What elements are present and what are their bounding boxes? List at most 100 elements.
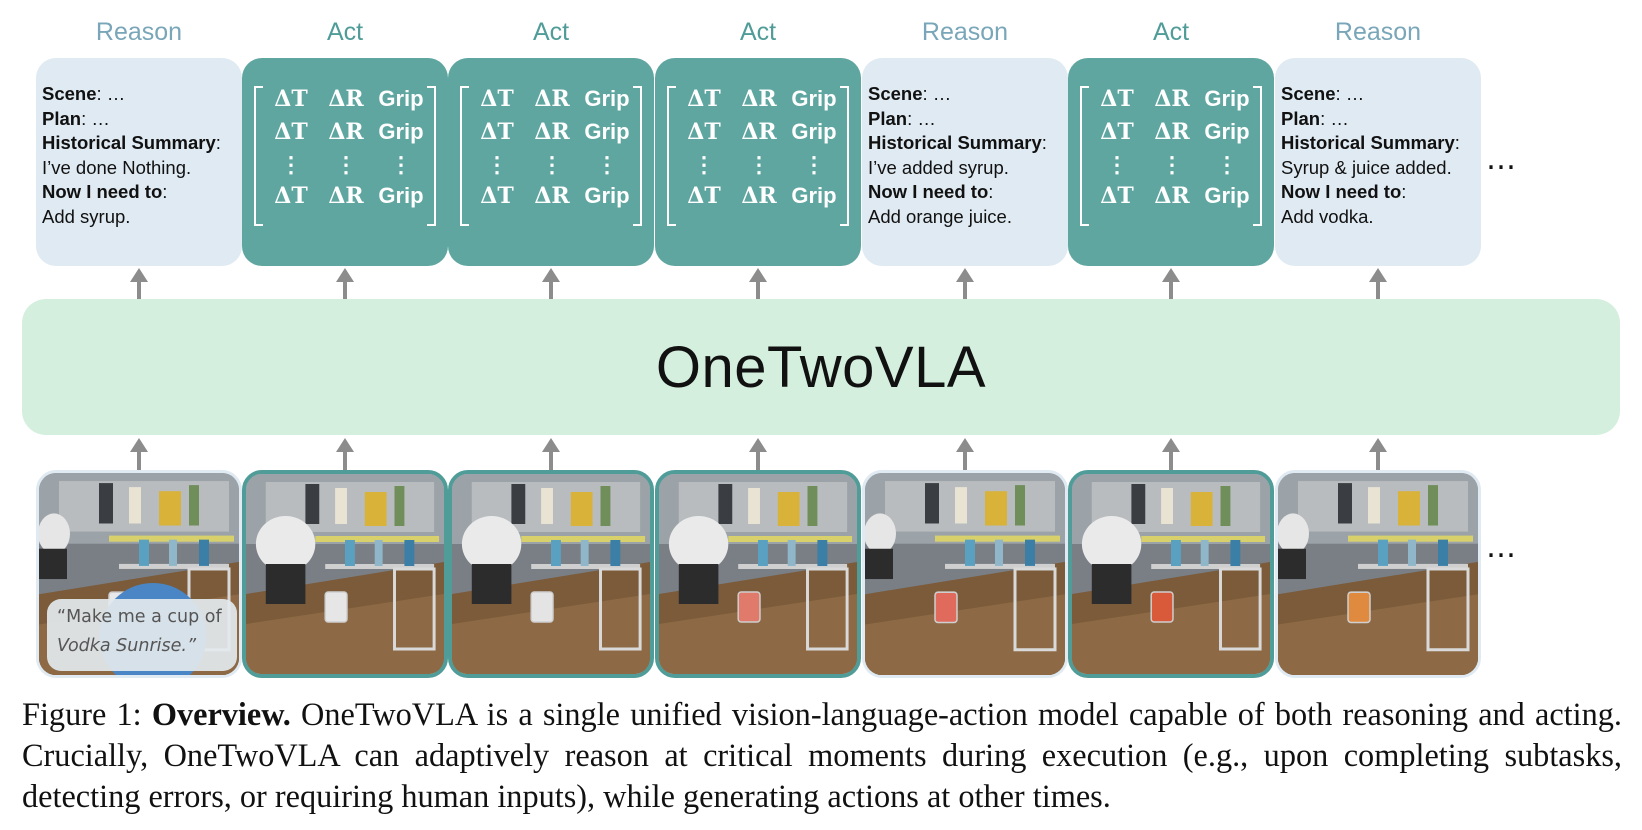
step-label: Act [739,18,777,46]
step-label: Reason [921,18,1009,46]
grip: Grip [1204,183,1250,208]
instruction-line1: “Make me a cup of [57,607,222,627]
right-bracket [427,86,436,226]
grip: Grip [791,119,837,144]
delta-rotation: ΔR [1154,183,1190,209]
vdots: ⋮ [541,152,563,178]
observation-image [448,470,654,678]
up-arrow-icon [1369,268,1387,299]
now-colon: : [1401,181,1407,202]
vdots: ⋮ [1106,152,1128,178]
up-arrow-icon [542,268,560,299]
step-label: Act [326,18,364,46]
left-bracket [667,86,676,226]
figure-caption: Figure 1: Overview. OneTwoVLA is a singl… [22,694,1622,817]
up-arrow-icon [336,268,354,299]
now-colon: : [988,181,994,202]
grip: Grip [791,86,837,111]
delta-rotation: ΔR [328,183,364,209]
vdots: ⋮ [280,152,302,178]
scene-key: Scene [868,83,923,104]
grip: Grip [584,119,630,144]
now-value: Add syrup. [42,205,131,227]
matrix-row: ΔT ΔR Grip [474,183,630,217]
delta-translation: ΔT [1100,183,1134,209]
up-arrow-icon [749,438,767,470]
vdots: ⋮ [693,152,715,178]
step-label: Act [1152,18,1190,46]
step-label: Reason [1334,18,1422,46]
summary-key: Historical Summary [42,132,216,153]
grip: Grip [791,183,837,208]
delta-rotation: ΔR [741,86,777,112]
instruction-end: .” [181,636,197,656]
right-bracket [1253,86,1262,226]
vdots: ⋮ [486,152,508,178]
up-arrow-icon [1162,268,1180,299]
grip: Grip [584,183,630,208]
delta-rotation: ΔR [1154,119,1190,145]
delta-translation: ΔT [274,183,308,209]
summary-colon: : [1041,132,1047,153]
matrix-row: ΔT ΔR Grip [681,183,837,217]
delta-translation: ΔT [1100,119,1134,145]
delta-translation: ΔT [687,183,721,209]
up-arrow-icon [130,268,148,299]
matrix-row: ΔT ΔR Grip [268,183,424,217]
plan-value: : … [1320,107,1349,129]
summary-value: I’ve done Nothing. [42,156,192,178]
delta-rotation: ΔR [534,183,570,209]
now-key: Now I need to [868,181,989,202]
reason-text: Scene: …Plan: …Historical Summary:I’ve d… [42,82,236,229]
delta-translation: ΔT [1100,86,1134,112]
matrix-row-dots: ⋮⋮⋮ [681,152,837,186]
grip: Grip [378,183,424,208]
plan-value: : … [81,107,110,129]
delta-rotation: ΔR [741,119,777,145]
plan-key: Plan [1281,107,1321,129]
up-arrow-icon [956,268,974,299]
right-bracket [840,86,849,226]
observation-image [862,470,1068,678]
now-key: Now I need to [42,181,163,202]
delta-translation: ΔT [480,119,514,145]
left-bracket [254,86,263,226]
grip: Grip [584,86,630,111]
now-key: Now I need to [1281,181,1402,202]
plan-value: : … [907,107,936,129]
caption-text: OneTwoVLA is a single unified vision-lan… [22,696,1623,814]
delta-rotation: ΔR [741,183,777,209]
up-arrow-icon [542,438,560,470]
now-value: Add vodka. [1281,205,1374,227]
vdots: ⋮ [335,152,357,178]
ellipsis-top: … [1486,142,1517,177]
vdots: ⋮ [803,152,825,177]
scene-key: Scene [1281,83,1336,104]
step-label: Reason [95,18,183,46]
up-arrow-icon [336,438,354,470]
up-arrow-icon [749,268,767,299]
delta-translation: ΔT [480,183,514,209]
vdots: ⋮ [1216,152,1238,177]
delta-translation: ΔT [274,119,308,145]
matrix-row-dots: ⋮ ⋮ ⋮ [1094,152,1250,186]
vdots: ⋮ [1161,152,1183,178]
summary-colon: : [215,132,221,153]
grip: Grip [378,119,424,144]
up-arrow-icon [130,438,148,470]
matrix-row-dots: ⋮⋮⋮ [268,152,424,186]
delta-translation: ΔT [480,86,514,112]
delta-translation: ΔT [687,119,721,145]
observation-image [655,470,861,678]
caption-prefix: Figure 1: [22,696,152,732]
